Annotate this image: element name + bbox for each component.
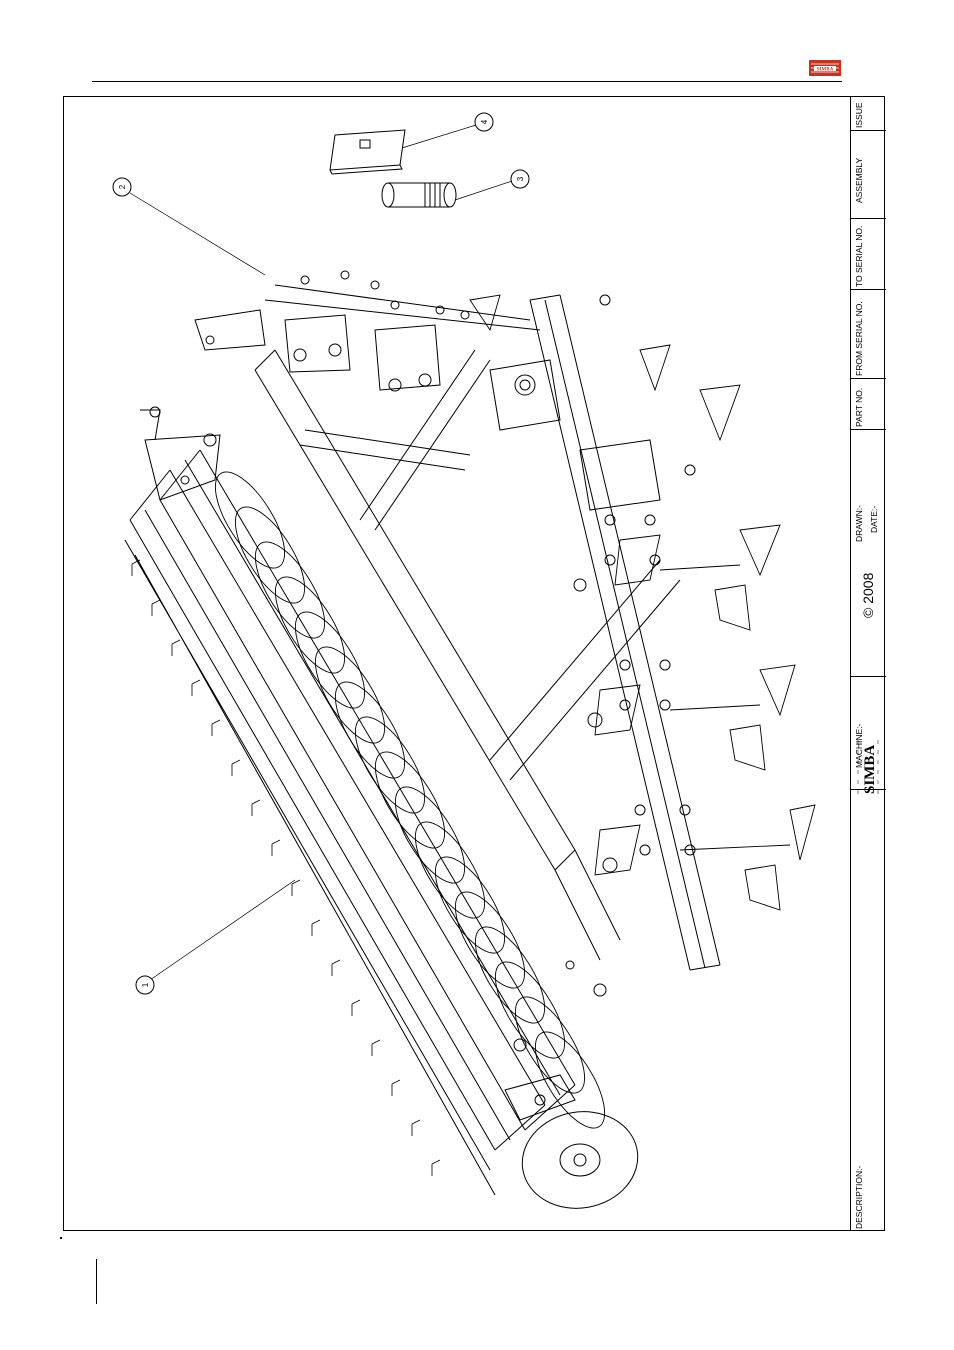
simba-logo: SIMBA	[808, 58, 842, 78]
callout-2: 2	[113, 178, 131, 196]
tb-divider	[851, 130, 886, 131]
tb-divider	[851, 218, 886, 219]
drawn-label: DRAWN:-	[854, 505, 864, 542]
tb-divider	[851, 676, 886, 677]
to-serial-label: TO SERIAL NO.	[854, 226, 864, 287]
callout-4-number: 4	[480, 119, 489, 124]
assembly-label: ASSEMBLY	[854, 158, 864, 203]
logo-text: SIMBA	[817, 67, 834, 72]
tb-divider	[851, 289, 886, 290]
callout-4: 4	[475, 113, 493, 131]
date-label: DATE:-	[869, 506, 879, 533]
copyright-text: © 2008	[860, 573, 876, 618]
part-no-label: PART NO.	[854, 388, 864, 427]
issue-label: ISSUE	[854, 102, 864, 128]
tb-divider	[851, 429, 886, 430]
margin-rule	[96, 1259, 97, 1304]
callout-1-number: 1	[141, 982, 150, 987]
from-serial-label: FROM SERIAL NO.	[854, 301, 864, 376]
callout-1: 1	[136, 976, 154, 994]
brand-text: SIMBA	[862, 745, 878, 794]
roller-assembly	[125, 407, 645, 1217]
machine-assembly-drawing: 1 2 3 4	[64, 97, 850, 1230]
machine-label: MACHINE:-	[854, 724, 864, 768]
title-block: ISSUE ASSEMBLY TO SERIAL NO. FROM SERIAL…	[850, 96, 885, 1231]
tb-divider	[851, 378, 886, 379]
callout-3-number: 3	[516, 176, 525, 181]
callout-3: 3	[511, 170, 529, 188]
manual-part	[330, 130, 405, 174]
callout-2-number: 2	[118, 184, 127, 189]
description-label: DESCRIPTION:-	[854, 1166, 864, 1229]
cylinder-part	[382, 183, 456, 207]
corner-mark	[60, 1237, 62, 1239]
header-rule	[92, 81, 842, 82]
leader-lines	[130, 125, 512, 980]
